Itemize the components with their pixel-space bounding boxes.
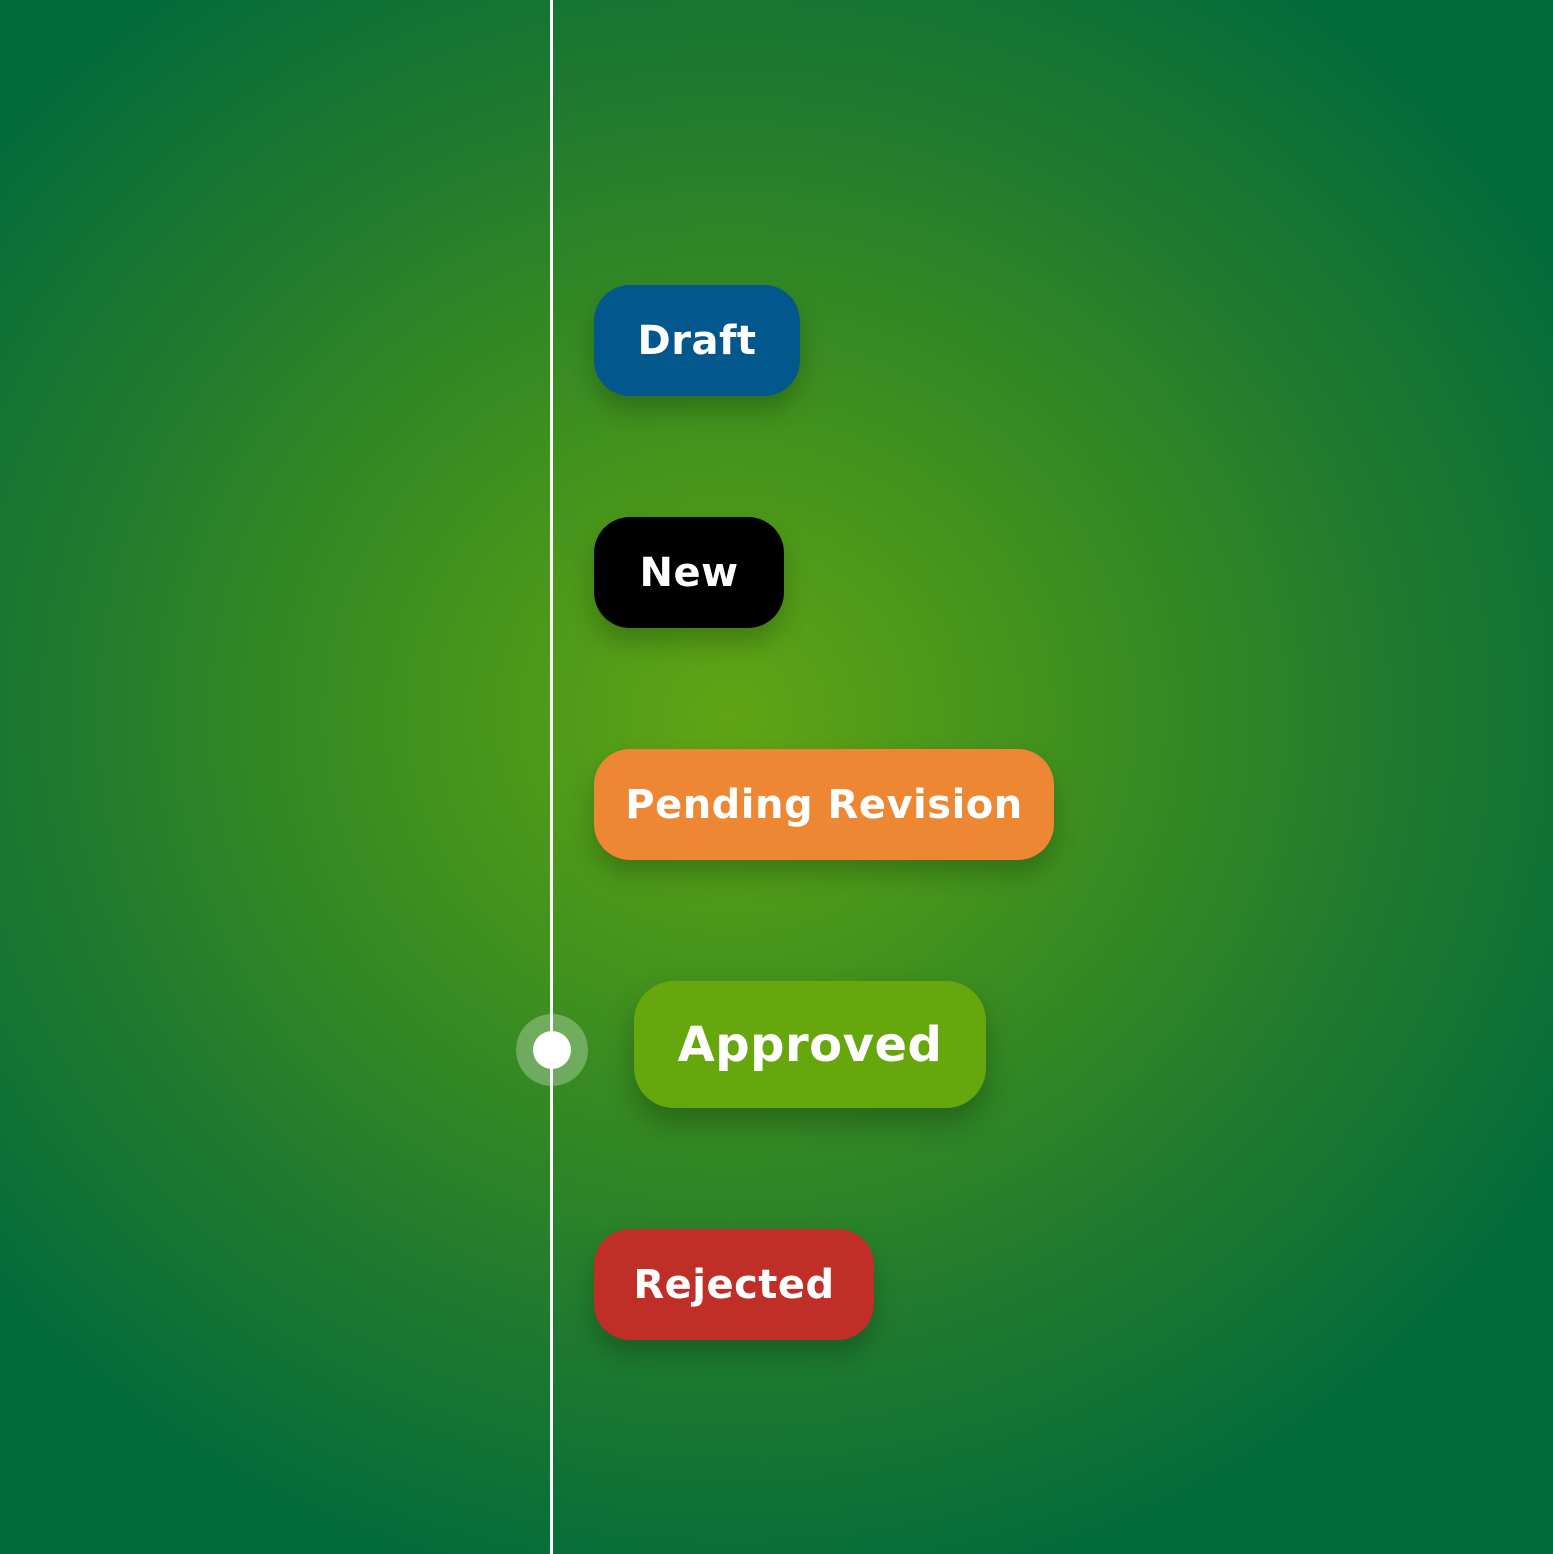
status-chip-new[interactable]: New (594, 517, 784, 628)
status-chip-label: Rejected (633, 1261, 835, 1308)
status-chip-pending-revision[interactable]: Pending Revision (594, 749, 1054, 860)
status-chip-rejected[interactable]: Rejected (594, 1229, 874, 1340)
timeline-handle[interactable] (533, 1031, 571, 1069)
status-chip-draft[interactable]: Draft (594, 285, 800, 396)
status-chip-label: Approved (677, 1016, 943, 1073)
status-chip-label: Pending Revision (625, 781, 1023, 828)
status-chip-label: Draft (637, 317, 757, 364)
timeline-track[interactable] (550, 0, 553, 1554)
status-chip-approved[interactable]: Approved (634, 981, 986, 1108)
status-chip-label: New (639, 549, 739, 596)
